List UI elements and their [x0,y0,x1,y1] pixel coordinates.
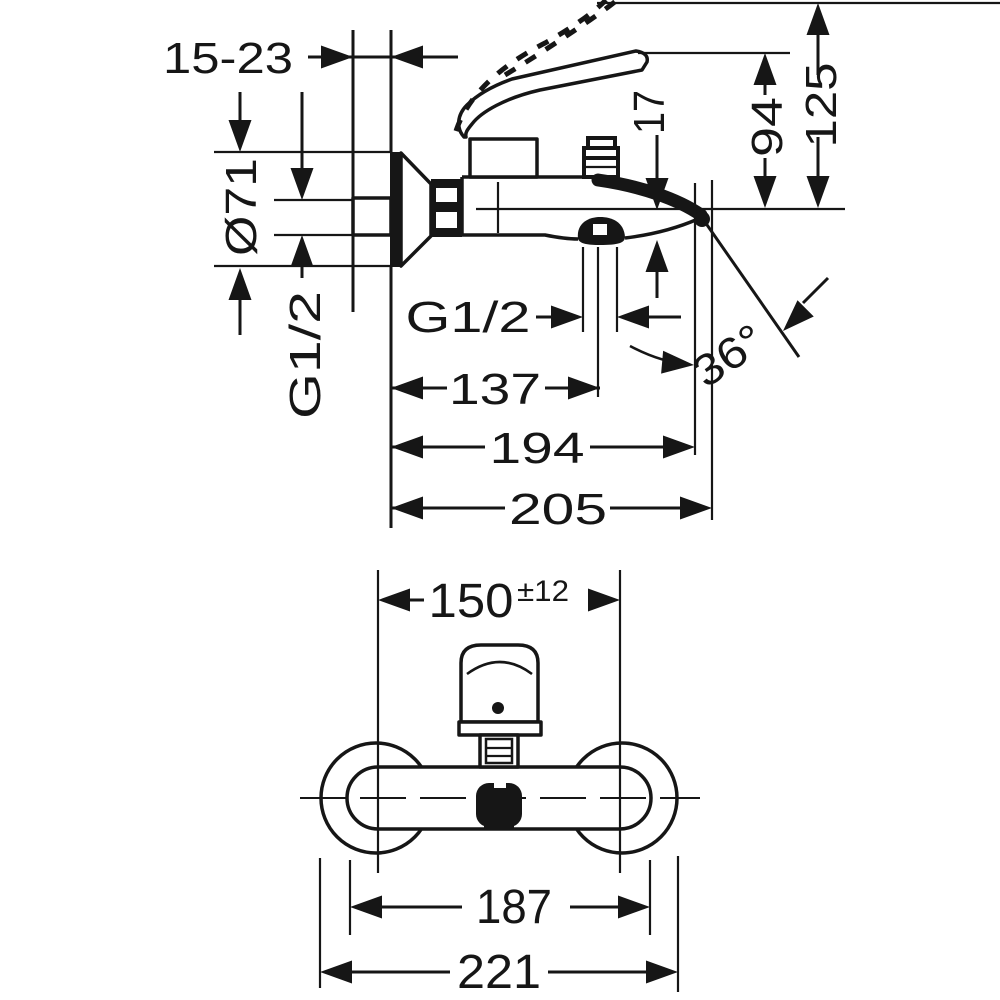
handle-front [457,643,543,769]
overall-width-dim-label: 221 [457,946,541,999]
spout-angle-dim-label: 36° [684,315,774,398]
cartridge-housing [468,137,539,179]
wall-lines [351,30,393,528]
diverter-knob [582,136,620,179]
body-length-dim-label: 187 [476,881,552,934]
inlet-pipe-stub [351,196,393,237]
spout-front-nub [476,779,522,830]
handle-height-dim-label: 94 [743,97,792,157]
inlet-extension-lines [274,198,353,237]
s-connector-escutcheon [390,151,462,268]
outlet-thread-dim-label: G1/2 [406,293,531,342]
front-view-drawing: 150 ±12 187 221 [300,570,700,999]
inlet-thread-dim-label: G1/2 [281,291,330,419]
escutcheon-diameter-dim-label: Ø71 [217,158,266,256]
front-extension-lines [318,570,680,992]
faucet-body-side [453,0,845,245]
outlet-offset-dim-label: 17 [625,90,674,134]
handle-screw [492,702,504,714]
lever-raised-dashed-line-2 [503,0,619,78]
wall-to-outlet-dim-label: 137 [449,365,541,414]
lever-handle [457,49,650,139]
spout-underside [624,217,699,240]
wall-to-spout-end-dim-label: 194 [490,424,585,473]
connection-distance-dim-label: 150 [429,575,514,628]
spout-reach-dim-label: 205 [509,485,607,534]
connection-tolerance-label: ±12 [517,575,569,608]
lever-raised-dashed-line [453,0,608,132]
wall-depth-dim-label: 15-23 [163,34,293,83]
handle-raised-height-dim-label: 125 [797,63,846,148]
side-view-drawing: 15-23 Ø71 G1/2 G1/2 137 194 205 17 94 12… [163,0,1000,534]
side-extension-lines [214,1,1000,520]
